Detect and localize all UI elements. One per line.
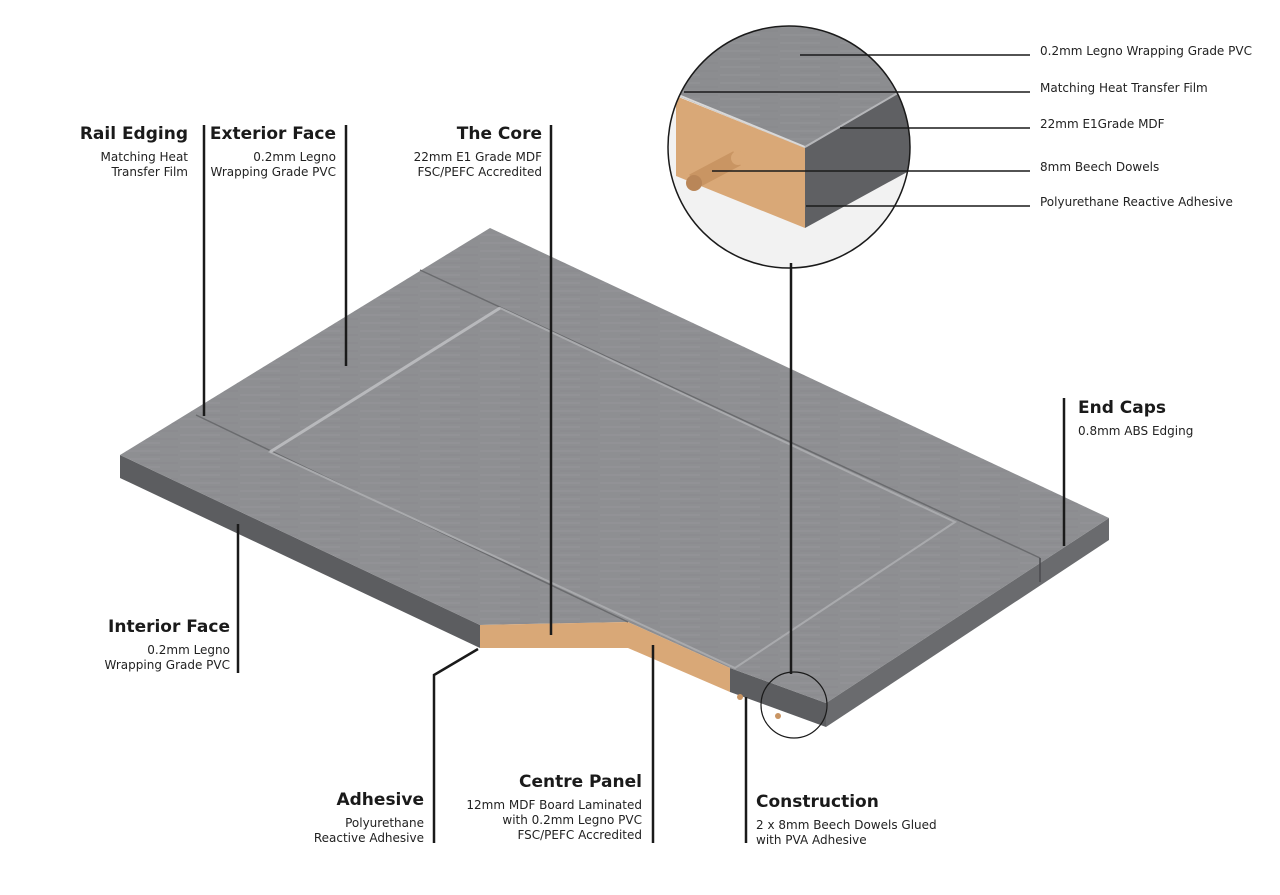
callout-dowels: 8mm Beech Dowels: [1040, 160, 1160, 174]
label-adhesive: Adhesive Polyurethane Reactive Adhesive: [313, 790, 424, 846]
label-rail-edging: Rail Edging Matching Heat Transfer Film: [79, 124, 188, 180]
label-exterior-face: Exterior Face 0.2mm Legno Wrapping Grade…: [209, 124, 336, 180]
label-centre-panel: Centre Panel 12mm MDF Board Laminated wi…: [466, 772, 642, 843]
label-the-core: The Core 22mm E1 Grade MDF FSC/PEFC Accr…: [413, 124, 542, 180]
door-front-edge-left: [120, 455, 480, 648]
callout-pvc: 0.2mm Legno Wrapping Grade PVC: [1040, 44, 1252, 58]
label-construction: Construction 2 x 8mm Beech Dowels Glued …: [756, 792, 937, 848]
zoom-source-circle: [760, 671, 828, 739]
callout-adhesive: Polyurethane Reactive Adhesive: [1040, 195, 1233, 209]
callout-heat-transfer-film: Matching Heat Transfer Film: [1040, 81, 1208, 95]
dowel-icon: [686, 151, 745, 191]
mdf-cut-section: [480, 622, 730, 692]
door-panel: [120, 228, 1109, 727]
door-right-edge: [826, 518, 1109, 727]
construction-dowel: [775, 713, 781, 719]
door-front-edge-right: [730, 668, 826, 727]
zoom-detail: [667, 25, 911, 269]
label-interior-face: Interior Face 0.2mm Legno Wrapping Grade…: [104, 617, 230, 673]
callout-mdf: 22mm E1Grade MDF: [1040, 117, 1165, 131]
label-end-caps: End Caps 0.8mm ABS Edging: [1078, 398, 1194, 439]
construction-dowel: [737, 694, 743, 700]
